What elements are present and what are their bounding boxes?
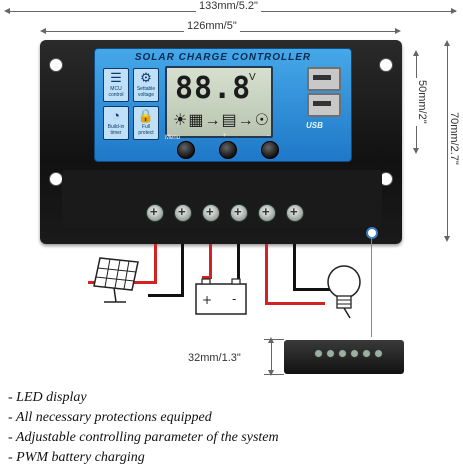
panel-width-arrow-right xyxy=(395,28,401,34)
depth-arrow-top xyxy=(268,337,274,343)
terminal-screw-load-pos[interactable] xyxy=(258,204,276,222)
wire-load-positive xyxy=(265,244,268,304)
full-protect-label: Full protect xyxy=(138,124,154,136)
feature-adjustable-parameter: - Adjustable controlling parameter of th… xyxy=(8,430,279,445)
plus-button-mark: + xyxy=(223,133,227,139)
minus-button-mark: - xyxy=(267,133,269,139)
lcd-status-icons: ☀▦→▤→☉ xyxy=(173,112,270,129)
wire-battery-positive xyxy=(209,244,212,278)
clock-icon: ◔ xyxy=(112,108,120,123)
callout-dot xyxy=(366,227,378,239)
timer-label: Build-in timer xyxy=(107,124,125,136)
panel-height-label: 50mm/2" xyxy=(416,78,428,126)
terminal-screw-load-neg[interactable] xyxy=(286,204,304,222)
feature-list: - LED display - All necessary protection… xyxy=(8,388,279,468)
overall-height-label: 70mm/2.7" xyxy=(448,110,460,167)
gear-icon: ⚙ xyxy=(140,70,152,85)
panel-height-arrow-top xyxy=(413,50,419,56)
side-screw-3 xyxy=(338,349,347,358)
wire-solar-negative xyxy=(181,244,184,296)
side-screw-1 xyxy=(314,349,323,358)
overall-height-arrow-top xyxy=(444,40,450,46)
full-protect-indicator: 🔒 Full protect xyxy=(133,106,159,140)
side-view-controller xyxy=(284,340,404,374)
depth-line xyxy=(271,340,272,374)
panel-width-label: 126mm/5" xyxy=(184,20,240,32)
face-panel: SOLAR CHARGE CONTROLLER ☰ MCU control ⚙ … xyxy=(94,48,352,162)
settable-voltage-indicator: ⚙ Settable voltage xyxy=(133,68,159,102)
wire-load-negative xyxy=(293,244,296,290)
depth-tick-bottom xyxy=(264,374,284,375)
plus-button[interactable] xyxy=(219,141,237,159)
terminal-screw-solar-pos[interactable] xyxy=(146,204,164,222)
overall-height-line xyxy=(447,42,448,240)
wire-load-positive-h xyxy=(265,302,325,305)
mount-hole-top-right xyxy=(379,58,393,72)
battery-icon: + - xyxy=(195,278,247,315)
wire-load-negative-h xyxy=(293,288,333,291)
light-bulb-icon xyxy=(327,265,361,319)
svg-text:+: + xyxy=(202,293,212,307)
menu-button-mark: Menu xyxy=(165,135,181,141)
mount-hole-bottom-left xyxy=(49,172,63,186)
usb-label: USB xyxy=(306,121,323,130)
depth-tick-top xyxy=(264,339,284,340)
overall-width-label: 133mm/5.2" xyxy=(196,0,261,12)
settable-voltage-label: Settable voltage xyxy=(136,86,156,98)
usb-port-bottom[interactable] xyxy=(307,93,341,117)
mcu-icon: ☰ xyxy=(110,70,122,85)
wire-battery-negative xyxy=(237,244,240,282)
lock-icon: 🔒 xyxy=(137,108,155,123)
feature-led-display: - LED display xyxy=(8,390,87,405)
lcd-display: 88.8 V ☀▦→▤→☉ xyxy=(165,66,273,138)
wire-solar-negative-h xyxy=(148,294,184,297)
callout-line xyxy=(371,237,372,337)
overall-width-arrow-right xyxy=(451,8,457,14)
terminal-screw-battery-neg[interactable] xyxy=(230,204,248,222)
solar-panel-icon xyxy=(93,257,139,303)
mount-hole-top-left xyxy=(49,58,63,72)
terminal-screw-solar-neg[interactable] xyxy=(174,204,192,222)
depth-arrow-bottom xyxy=(268,370,274,376)
minus-button[interactable] xyxy=(261,141,279,159)
depth-label: 32mm/1.3" xyxy=(188,352,241,364)
mcu-label: MCU control xyxy=(108,86,124,98)
side-screw-5 xyxy=(362,349,371,358)
menu-button[interactable] xyxy=(177,141,195,159)
feature-protections: - All necessary protections equipped xyxy=(8,410,212,425)
terminal-screw-battery-pos[interactable] xyxy=(202,204,220,222)
lcd-unit: V xyxy=(249,72,256,83)
overall-width-arrow-left xyxy=(4,8,10,14)
side-screw-4 xyxy=(350,349,359,358)
lcd-digits: 88.8 xyxy=(175,71,252,106)
build-in-timer-indicator: ◔ Build-in timer xyxy=(103,106,129,140)
side-screw-2 xyxy=(326,349,335,358)
wire-solar-positive xyxy=(154,244,157,282)
wire-battery-positive-h xyxy=(202,276,212,279)
usb-port-top[interactable] xyxy=(307,67,341,91)
panel-width-arrow-left xyxy=(40,28,46,34)
mcu-control-indicator: ☰ MCU control xyxy=(103,68,129,102)
svg-text:-: - xyxy=(232,292,236,306)
feature-pwm-charging: - PWM battery charging xyxy=(8,450,145,465)
side-screw-6 xyxy=(374,349,383,358)
overall-height-arrow-bottom xyxy=(444,236,450,242)
terminal-block xyxy=(62,170,382,228)
panel-height-arrow-bottom xyxy=(413,148,419,154)
panel-title: SOLAR CHARGE CONTROLLER xyxy=(134,52,312,63)
